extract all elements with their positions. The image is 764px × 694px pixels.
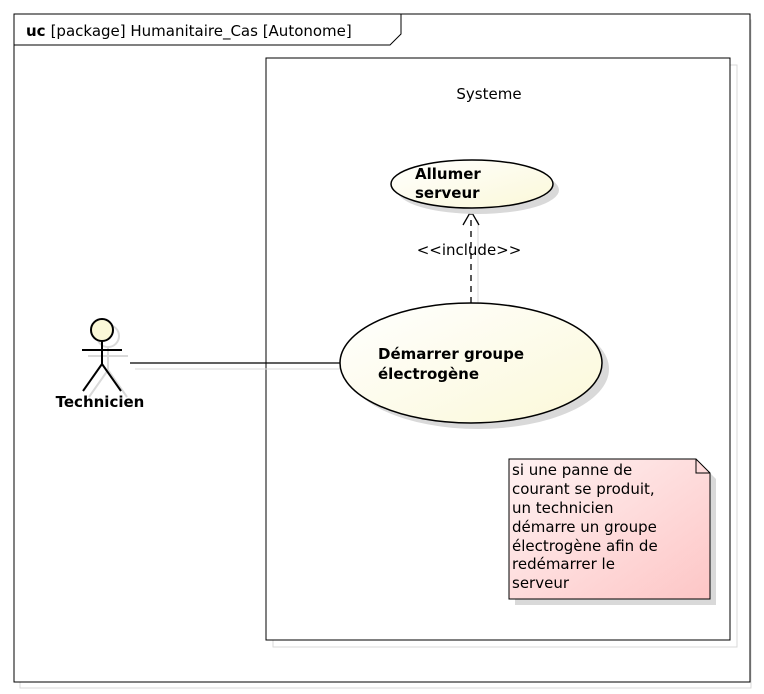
frame-label: uc [package] Humanitaire_Cas [Autonome] bbox=[26, 22, 352, 41]
frame-title: [package] Humanitaire_Cas [Autonome] bbox=[51, 22, 352, 41]
use-case-demarrer-label: Démarrer groupe électrogène bbox=[378, 345, 529, 383]
use-case-allumer-label: Allumer serveur bbox=[415, 165, 486, 202]
note-text: si une panne de courant se produit, un t… bbox=[512, 461, 662, 592]
actor-name: Technicien bbox=[56, 393, 145, 411]
association-line bbox=[130, 362, 345, 370]
frame-keyword: uc bbox=[26, 22, 46, 40]
actor-technicien[interactable]: Technicien bbox=[56, 318, 145, 411]
include-label: <<include>> bbox=[417, 241, 522, 259]
use-case-allumer-serveur[interactable]: Allumer serveur bbox=[390, 159, 559, 214]
system-name: Systeme bbox=[456, 85, 521, 103]
actor-head bbox=[90, 318, 114, 342]
actor-body bbox=[82, 341, 122, 392]
use-case-demarrer-groupe[interactable]: Démarrer groupe électrogène bbox=[339, 302, 609, 429]
note: si une panne de courant se produit, un t… bbox=[508, 458, 716, 605]
